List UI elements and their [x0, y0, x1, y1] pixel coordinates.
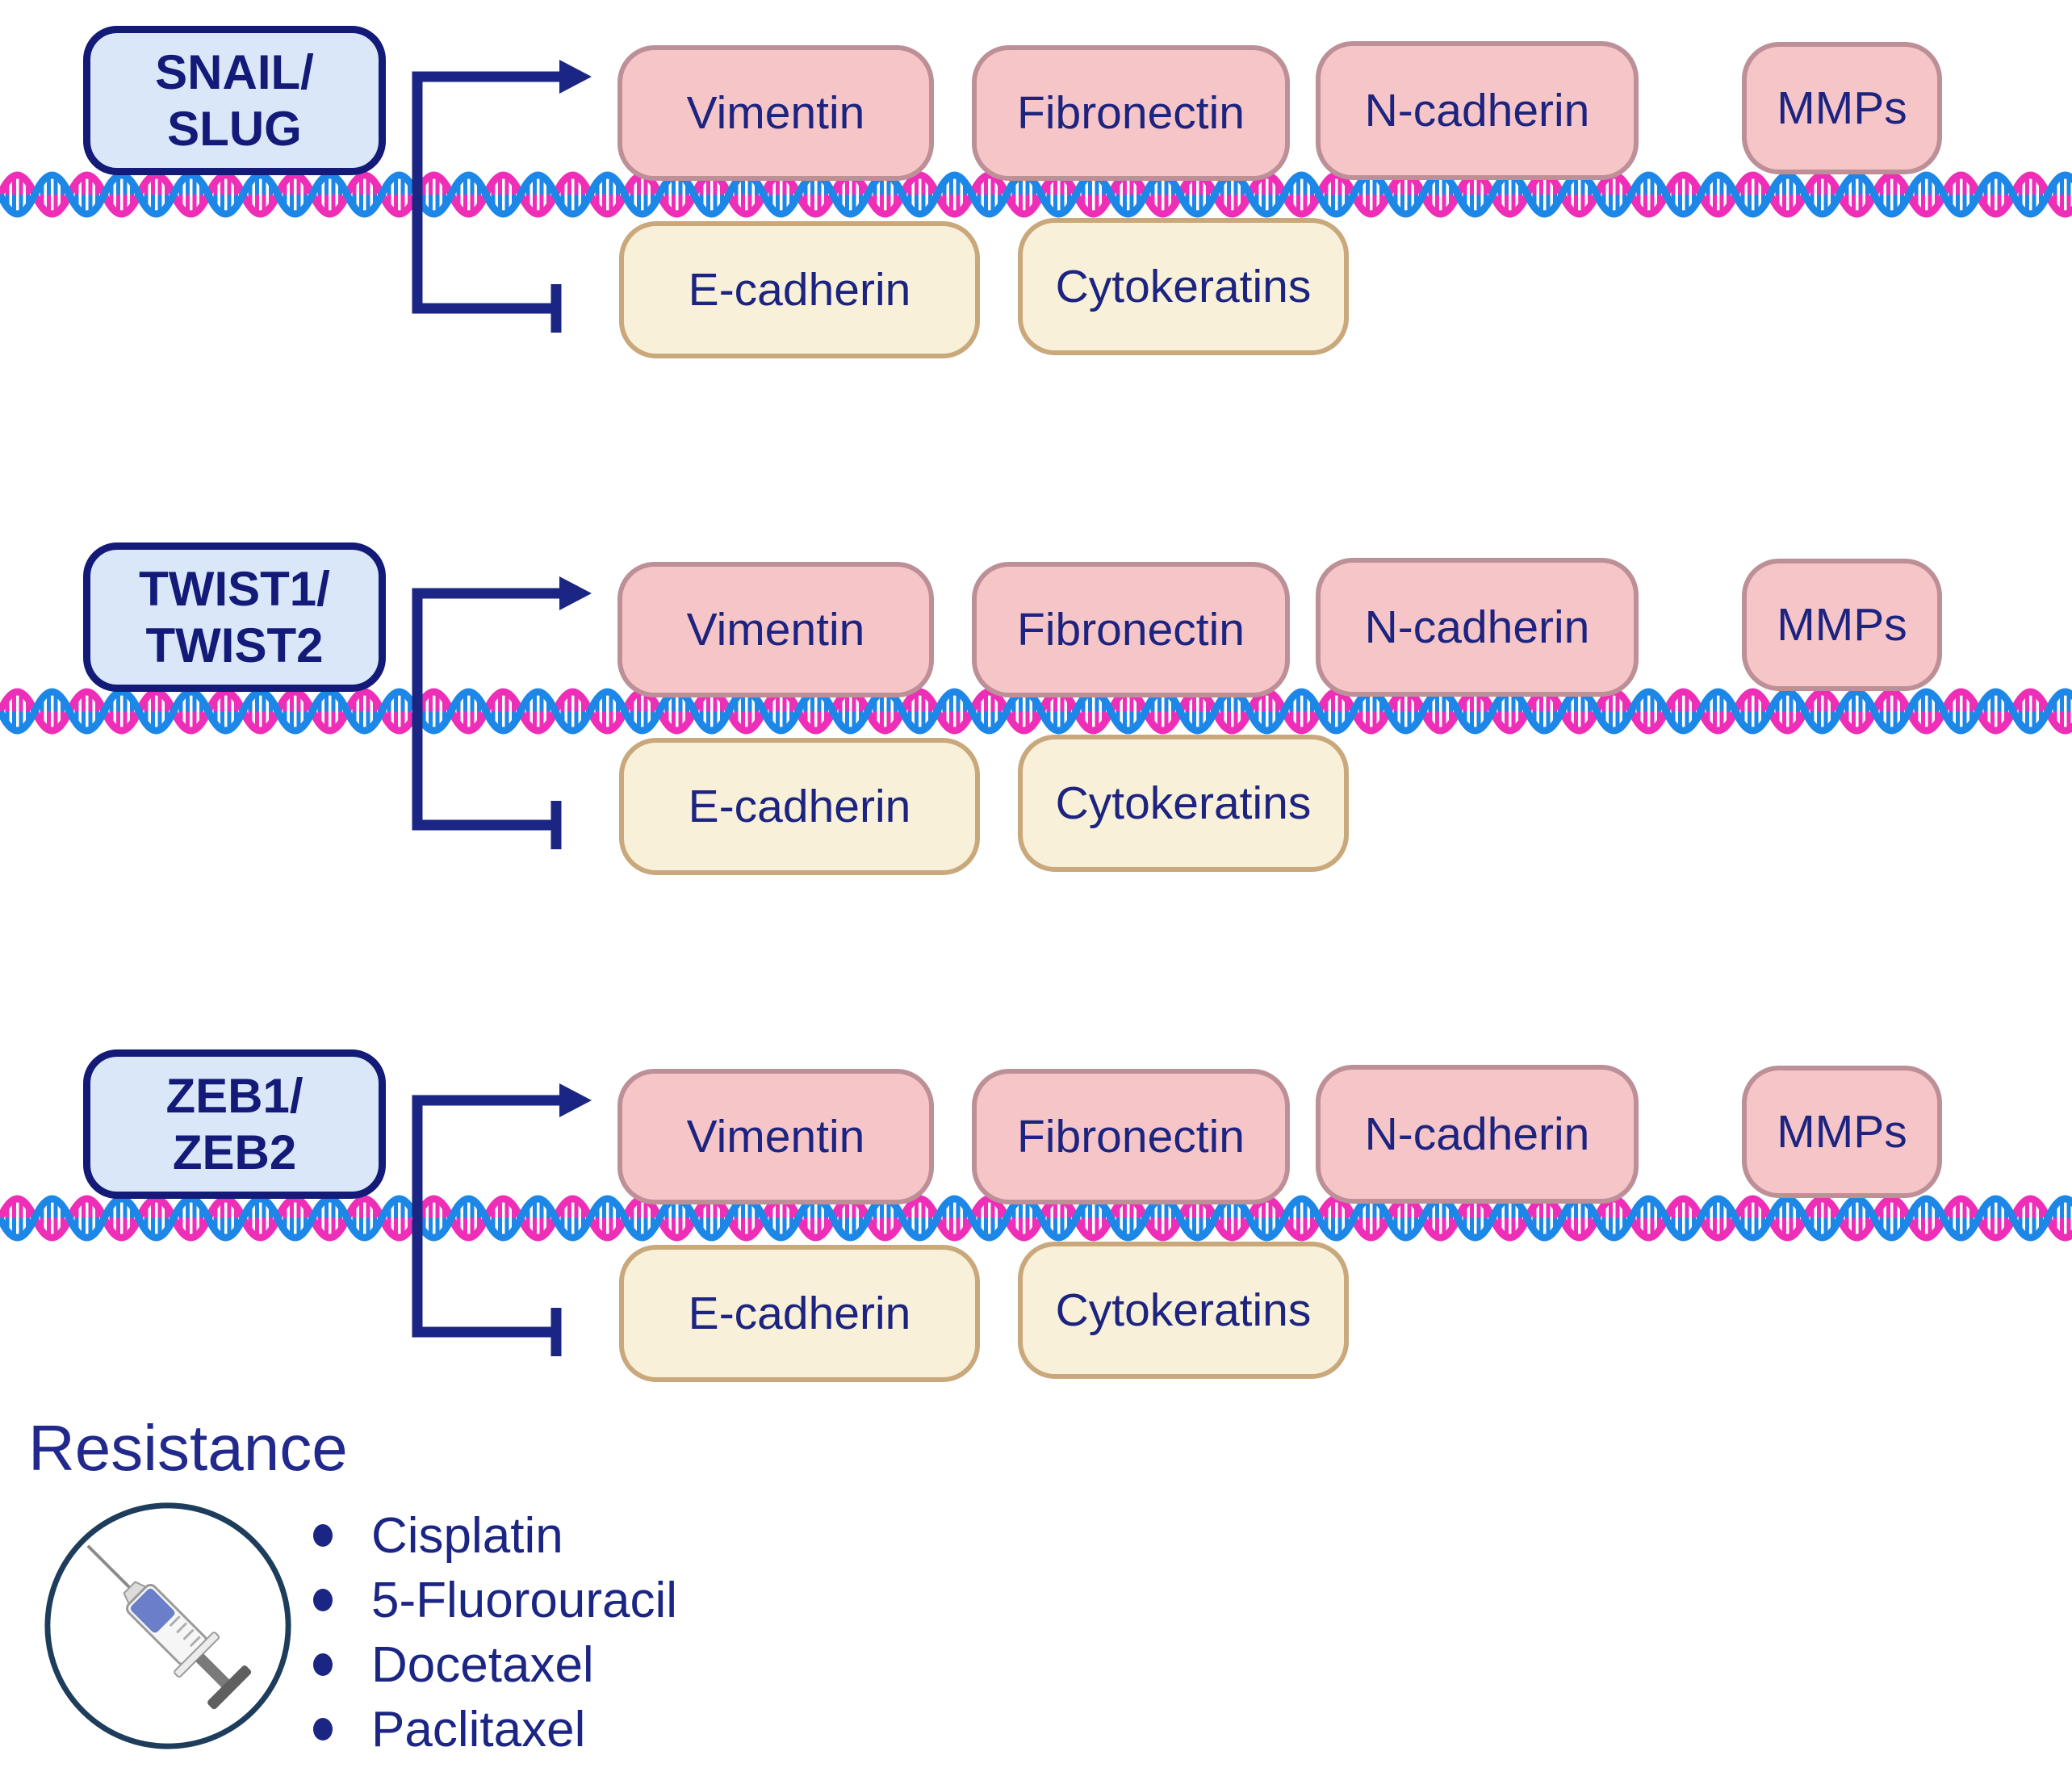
activation-arrow-icon [412, 1083, 592, 1338]
gene-label: Cytokeratins [1055, 777, 1312, 829]
regulation-bracket [412, 576, 592, 849]
list-item: 5-Fluorouracil [313, 1568, 677, 1632]
gene-label: Fibronectin [1017, 87, 1245, 139]
upregulated-gene-box: N-cadherin [1316, 558, 1639, 697]
list-item: Docetaxel [313, 1632, 677, 1697]
list-item: Cisplatin [313, 1503, 677, 1568]
downregulated-gene-box: Cytokeratins [1018, 218, 1349, 355]
bullet-icon [313, 1653, 333, 1676]
drug-label: Docetaxel [371, 1636, 594, 1693]
upregulated-gene-box: Fibronectin [972, 45, 1290, 181]
upregulated-gene-box: Vimentin [617, 562, 934, 697]
tf-box: SNAIL/ SLUG [83, 26, 386, 175]
tf-box: ZEB1/ ZEB2 [83, 1049, 386, 1199]
tf-box: TWIST1/ TWIST2 [83, 542, 386, 692]
upregulated-gene-box: MMPs [1742, 42, 1942, 174]
dna-helix [0, 164, 2072, 225]
upregulated-gene-box: N-cadherin [1316, 1065, 1639, 1204]
gene-label: Vimentin [686, 87, 865, 139]
regulation-bracket [412, 60, 592, 333]
tf-row-zeb1-zeb2: ZEB1/ ZEB2 Vimentin Fibronectin N-cadher… [0, 1024, 2072, 1403]
gene-label: MMPs [1777, 82, 1907, 134]
bullet-icon [313, 1524, 333, 1547]
tf-row-snail-slug: SNAIL/ SLUG Vimentin Fibronectin N-cadhe… [0, 0, 2072, 379]
drug-label: Cisplatin [371, 1507, 563, 1564]
upregulated-gene-box: MMPs [1742, 1066, 1942, 1198]
list-item: Paclitaxel [313, 1697, 677, 1762]
tf-row-twist1-twist2: TWIST1/ TWIST2 Vimentin Fibronectin N-ca… [0, 517, 2072, 896]
tf-label-line1: ZEB1/ [165, 1068, 303, 1123]
bullet-icon [313, 1718, 333, 1741]
downregulated-gene-box: E-cadherin [619, 221, 980, 358]
upregulated-gene-box: Vimentin [617, 1069, 934, 1204]
gene-label: Vimentin [686, 1111, 865, 1162]
gene-label: N-cadherin [1364, 85, 1590, 136]
downregulated-gene-box: E-cadherin [619, 738, 980, 875]
dna-helix [0, 1188, 2072, 1249]
upregulated-gene-box: Vimentin [617, 45, 934, 181]
gene-label: MMPs [1777, 1106, 1907, 1158]
gene-label: Cytokeratins [1055, 1284, 1312, 1336]
gene-label: Cytokeratins [1055, 261, 1312, 312]
activation-arrow-icon [412, 60, 592, 314]
gene-label: E-cadherin [688, 781, 911, 832]
drug-label: 5-Fluorouracil [371, 1572, 678, 1628]
downregulated-gene-box: Cytokeratins [1018, 735, 1349, 872]
resistance-drug-list: Cisplatin 5-Fluorouracil Docetaxel Pacli… [313, 1503, 677, 1762]
gene-label: E-cadherin [688, 1288, 911, 1339]
gene-label: N-cadherin [1364, 601, 1590, 653]
downregulated-gene-box: E-cadherin [619, 1245, 980, 1382]
tf-label-line2: SLUG [167, 101, 302, 156]
gene-label: Fibronectin [1017, 604, 1245, 656]
dna-helix [0, 681, 2072, 742]
tf-label-line2: TWIST2 [145, 618, 324, 672]
regulation-bracket [412, 1083, 592, 1356]
gene-label: Vimentin [686, 604, 865, 656]
bullet-icon [313, 1589, 333, 1611]
tf-label-line2: ZEB2 [172, 1125, 297, 1179]
gene-label: N-cadherin [1364, 1108, 1590, 1160]
gene-label: MMPs [1777, 599, 1907, 651]
resistance-title: Resistance [28, 1412, 348, 1484]
upregulated-gene-box: Fibronectin [972, 1069, 1290, 1204]
upregulated-gene-box: MMPs [1742, 559, 1942, 691]
drug-label: Paclitaxel [371, 1701, 586, 1757]
activation-arrow-icon [412, 576, 592, 831]
downregulated-gene-box: Cytokeratins [1018, 1242, 1349, 1379]
tf-label-line1: TWIST1/ [139, 561, 330, 616]
syringe-icon [44, 1502, 291, 1749]
upregulated-gene-box: N-cadherin [1316, 41, 1639, 180]
gene-label: Fibronectin [1017, 1111, 1245, 1162]
gene-label: E-cadherin [688, 264, 911, 316]
tf-label-line1: SNAIL/ [155, 44, 314, 99]
upregulated-gene-box: Fibronectin [972, 562, 1290, 697]
